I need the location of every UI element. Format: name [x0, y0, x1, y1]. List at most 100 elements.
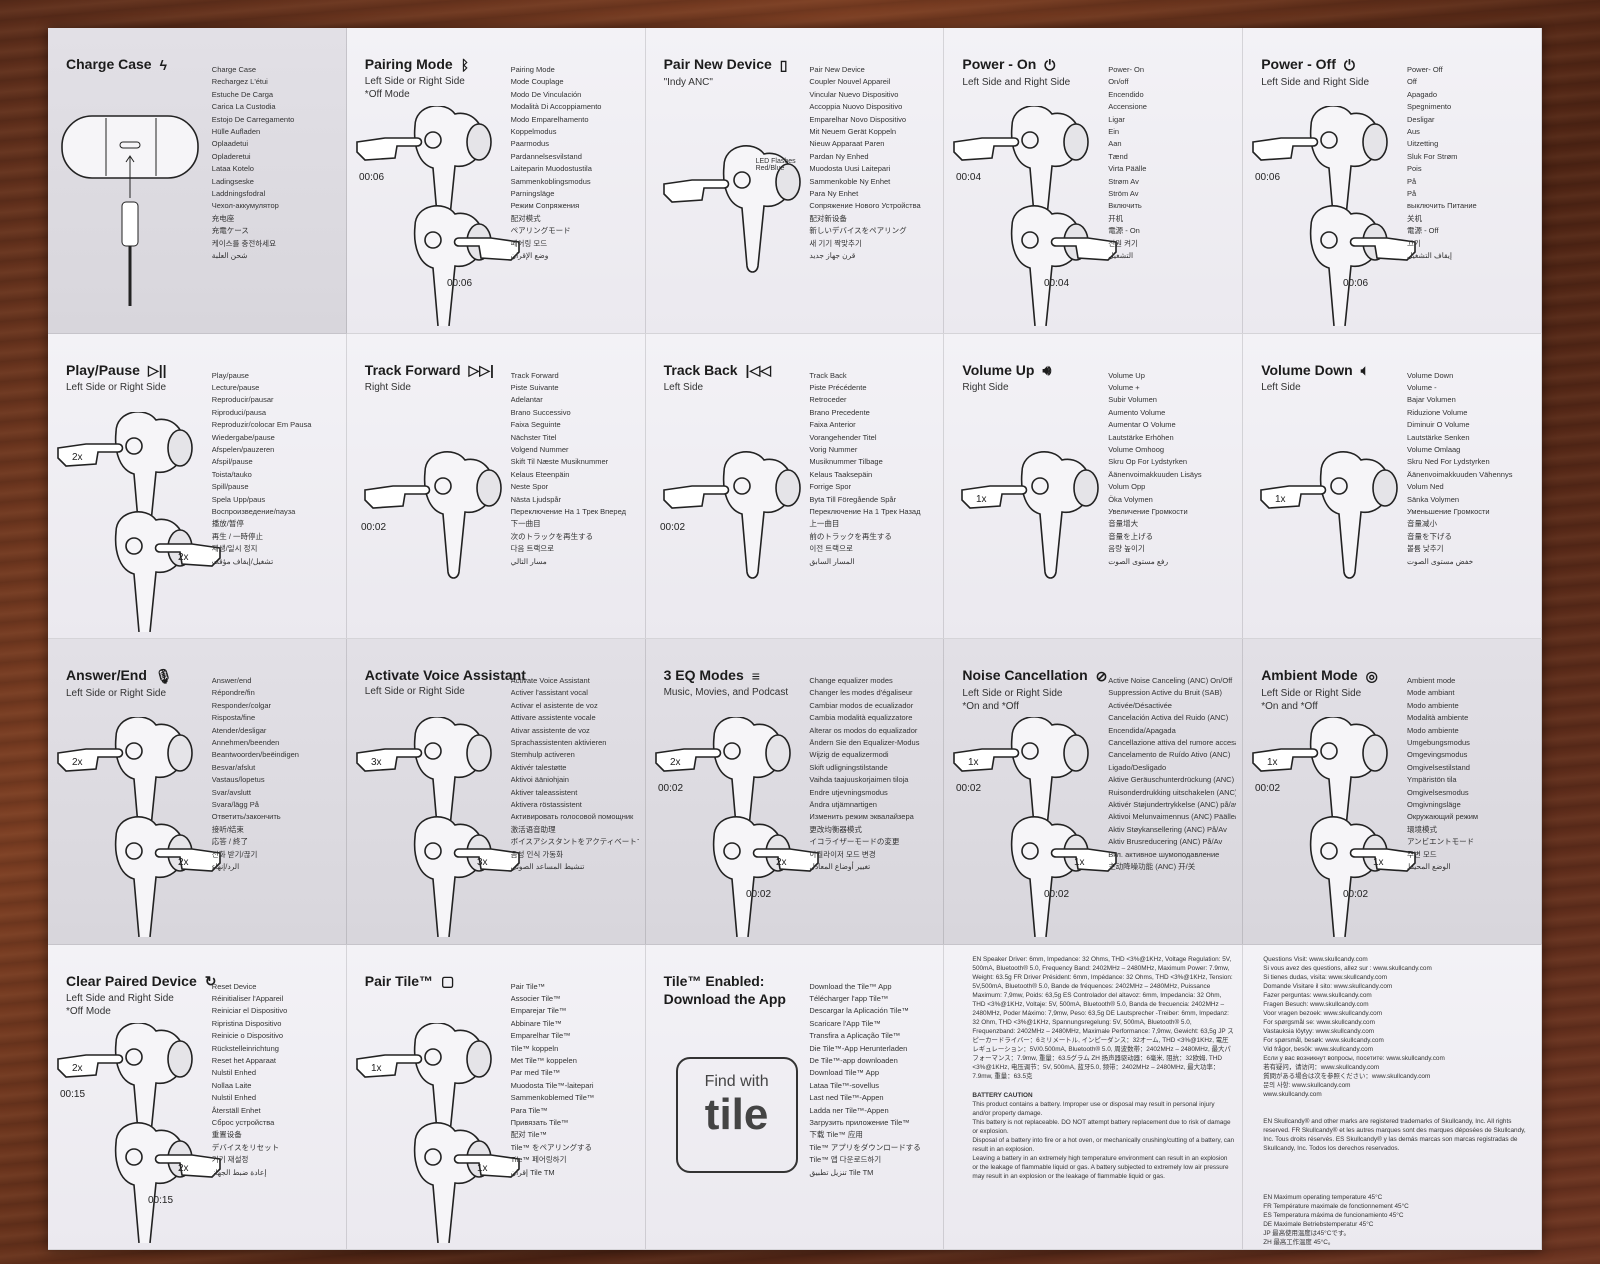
translation-line: Sammenkoblingsmodus	[510, 176, 591, 186]
translation-line: Svar/avslutt	[211, 787, 251, 797]
translation-line: Mode ambiant	[1406, 688, 1455, 698]
translation-line: Alterar os modos do equalizador	[809, 725, 918, 735]
translation-line: Сброс устройства	[211, 1117, 275, 1127]
earbud-illustration	[654, 106, 824, 326]
translation-line: Endre utjevningsmodus	[809, 787, 888, 797]
translation-line: Reproduzir/colocar Em Pausa	[211, 420, 312, 430]
tap-count-label: 3x	[477, 857, 488, 868]
hold-time-label: 00:02	[1343, 889, 1368, 900]
translation-line: デバイスをリセット	[211, 1142, 280, 1152]
translation-line: Accensione	[1108, 102, 1147, 112]
translation-line: Afspil/pause	[211, 457, 253, 467]
translation-line: Skru Op For Lydstyrken	[1108, 457, 1188, 467]
translation-line: 更改均衡器模式	[809, 824, 862, 834]
support-line: Если у вас возникнут вопросы, посетите: …	[1263, 1054, 1445, 1062]
panel-play-pause: Play/Pause▷||Left Side or Right Side 2x …	[48, 333, 347, 639]
translation-line: Kelaus Eteenpäin	[510, 469, 570, 479]
translation-line: Återställ Enhet	[211, 1105, 261, 1115]
translation-line: Volume Omlaag	[1406, 444, 1461, 454]
translation-line: Cancellazione attiva del rumore accesa/s…	[1108, 738, 1236, 748]
translation-line: Reset Device	[211, 981, 257, 991]
panel-subtitle: Left Side or Right Side	[364, 686, 465, 697]
translation-line: På	[1406, 176, 1417, 186]
hold-time-label: 00:02	[1044, 889, 1069, 900]
translation-line: Track Forward	[510, 370, 559, 380]
translation-line: Modo ambiente	[1406, 725, 1459, 735]
translation-line: Sänka Volymen	[1406, 494, 1460, 504]
translation-line: Ympäristön tila	[1406, 775, 1457, 785]
translation-line: Musiknummer Tilbage	[809, 457, 883, 467]
translation-line: 다음 트랙으로	[510, 544, 555, 554]
translation-line: Sluk For Strøm	[1406, 151, 1458, 161]
translation-line: Lautstärke Erhöhen	[1108, 432, 1174, 442]
translation-line: Tænd	[1108, 151, 1128, 161]
hold-time-label: 00:04	[956, 172, 981, 183]
translation-line: Transfira a Aplicação Tile™	[809, 1031, 901, 1041]
translation-line: Чехол-аккумулятор	[211, 201, 279, 211]
panel-power-off: Power - Off⏻Left Side and Right Side 00:…	[1243, 28, 1542, 334]
translation-line: Coupler Nouvel Appareil	[809, 77, 891, 87]
translation-line: 音量减小	[1406, 519, 1437, 529]
translation-line: Estojo De Carregamento	[211, 114, 295, 124]
translation-line: Muodosta Tile™-laitepari	[510, 1080, 594, 1090]
translation-line: Réinitialiser l'Appareil	[211, 993, 284, 1003]
translation-line: 重置设备	[211, 1130, 242, 1140]
translation-line: Загрузить приложение Tile™	[809, 1117, 910, 1127]
panel-specs: EN Speaker Driver: 6mm, Impedance: 32 Oh…	[944, 944, 1244, 1250]
panel-subtitle: Right Side	[364, 382, 411, 394]
translation-line: Nieuw Apparaat Paren	[809, 139, 885, 149]
translation-line: Mit Neuem Gerät Koppeln	[809, 127, 897, 137]
translation-line: Forrige Spor	[809, 482, 852, 492]
panel-ambient-mode: Ambient Mode◎Left Side or Right Side *On…	[1243, 639, 1542, 945]
translation-line: Volume Up	[1108, 370, 1145, 380]
tile-icon: ▢	[441, 973, 455, 990]
translation-line: Die Tile™-App Herunterladen	[809, 1043, 908, 1053]
hold-time-label: 00:06	[1343, 278, 1368, 289]
translation-line: Volume Omhoog	[1108, 444, 1165, 454]
earbud-illustration: 00:02	[355, 412, 525, 632]
translation-line: Mode Couplage	[510, 77, 564, 87]
translation-line: Activar el asistente de voz	[510, 700, 598, 710]
hold-time-label: 00:02	[1255, 783, 1280, 794]
temperature-line: ES Temperatura máxima de funcionamiento …	[1263, 1211, 1404, 1219]
temperature-line: EN Maximum operating temperature 45°C	[1263, 1193, 1383, 1201]
support-line: Domande Visitare il sito: www.skullcandy…	[1263, 982, 1393, 990]
volume-up-icon: 🔊︎	[1042, 362, 1052, 379]
translation-line: Volum Opp	[1108, 482, 1146, 492]
panel-subtitle: Left Side or Right Side	[66, 687, 167, 699]
translation-line: 下载 Tile™ 应用	[809, 1130, 863, 1140]
translation-line: 케이스를 충전하세요	[211, 238, 276, 248]
tile-wordmark: tile	[704, 1089, 769, 1139]
spec-body: EN Speaker Driver: 6mm, Impedance: 32 Oh…	[972, 955, 1234, 1080]
translation-line: Neste Spor	[510, 482, 549, 492]
earbud-illustration: 2x 2x	[56, 717, 226, 937]
translation-line: Изменить режим эквалайзера	[809, 812, 914, 822]
hold-time-label: 00:06	[359, 172, 384, 183]
translation-line: Laiteparin Muodostustila	[510, 164, 592, 174]
translation-line: 電源 - Off	[1406, 226, 1439, 236]
tap-count-label: 2x	[670, 757, 681, 768]
translation-line: Pairing Mode	[510, 65, 555, 74]
translation-line: Muodosta Uusi Laitepari	[809, 164, 891, 174]
tap-count-label: 1x	[1074, 857, 1085, 868]
translation-line: Riduzione Volume	[1406, 407, 1468, 417]
translation-line: شحن العلبة	[211, 251, 248, 261]
translation-line: 応答 / 終了	[211, 837, 249, 847]
translation-line: 主动降噪功能 (ANC) 开/关	[1108, 862, 1196, 872]
translation-line: وضع الإقران	[510, 251, 549, 261]
translation-line: Activer l'assistant vocal	[510, 688, 588, 698]
battery-caution-line: Disposal of a battery into fire or a hot…	[972, 1136, 1235, 1153]
battery-caution-line: This battery is not replaceable. DO NOT …	[972, 1118, 1231, 1135]
translation-line: Piste Suivante	[510, 382, 559, 392]
hold-time-label: 00:15	[148, 1195, 173, 1206]
translation-line: Rechargez L'étui	[211, 77, 268, 87]
panel-title: Volume Up	[962, 361, 1035, 378]
